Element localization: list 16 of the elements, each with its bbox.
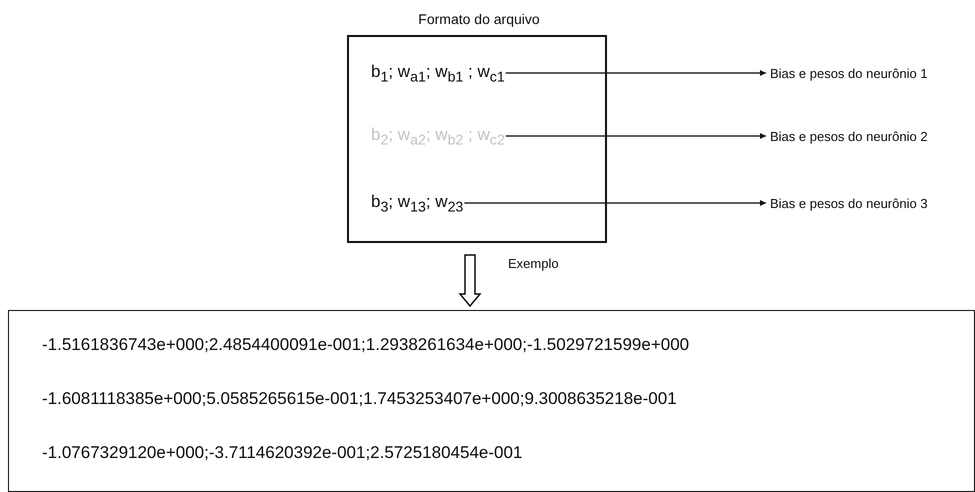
- format-line: b$_{3}$; w$_{13}$; w$_{23}$: [371, 192, 595, 218]
- hollow-down-arrow: [458, 254, 482, 308]
- arrow: [506, 70, 766, 76]
- data-line: -1.5161836743e+000;2.4854400091e-001;1.2938261634e+000;-1.5029721599e+000: [42, 335, 690, 355]
- data-line: -1.0767329120e+000;-3.7114620392e-001;2.5725180454e-001: [42, 443, 522, 463]
- annotation-text: Bias e pesos do neurônio 1: [770, 66, 975, 84]
- annotation-text: Bias e pesos do neurônio 3: [770, 196, 975, 214]
- edge-label: Exemplo: [508, 256, 559, 271]
- arrow: [506, 133, 766, 139]
- format-line: b$_{1}$; w$_{a1}$; w$_{b1}$ ; w$_{c1}$: [371, 62, 595, 88]
- data-line: -1.6081118385e+000;5.0585265615e-001;1.7453253407e+000;9.3008635218e-001: [42, 389, 677, 409]
- arrow: [464, 200, 766, 206]
- format-line: b$_{2}$; w$_{a2}$; w$_{b2}$ ; w$_{c2}$: [371, 125, 595, 151]
- annotation-text: Bias e pesos do neurônio 2: [770, 129, 975, 147]
- box-title: Formato do arquivo: [417, 11, 541, 27]
- example-box: [8, 310, 975, 492]
